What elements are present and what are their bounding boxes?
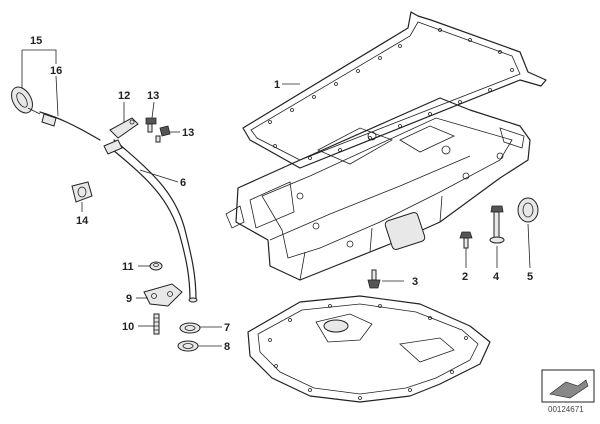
drain-plug-icon[interactable] bbox=[177, 340, 199, 352]
callout-9: 9 bbox=[126, 293, 132, 305]
callout-5: 5 bbox=[527, 271, 533, 283]
upper-oil-pan-icon[interactable] bbox=[225, 97, 531, 281]
dipstick-icon[interactable] bbox=[39, 111, 101, 141]
callout-1: 1 bbox=[274, 79, 280, 91]
bracket-9-icon[interactable] bbox=[143, 283, 183, 307]
lower-oil-pan-icon[interactable] bbox=[247, 295, 491, 403]
callout-13a: 13 bbox=[147, 90, 159, 102]
callout-3: 3 bbox=[412, 276, 418, 288]
reference-box-icon bbox=[541, 369, 595, 403]
bolt-2-icon[interactable] bbox=[459, 231, 473, 249]
dipstick-guide-tube-icon[interactable] bbox=[103, 139, 198, 303]
bracket-12-icon[interactable] bbox=[109, 117, 139, 139]
callout-4: 4 bbox=[493, 271, 500, 283]
document-id: 00124671 bbox=[548, 405, 584, 414]
dipstick-handle-icon[interactable] bbox=[7, 83, 41, 116]
callout-12: 12 bbox=[118, 90, 130, 102]
bolt-13b-icon[interactable] bbox=[155, 125, 171, 143]
oil-pan-gasket-icon[interactable] bbox=[242, 11, 547, 169]
seal-ring-7-icon[interactable] bbox=[179, 322, 201, 334]
bolt-13a-icon[interactable] bbox=[145, 117, 157, 133]
stud-10-icon[interactable] bbox=[153, 313, 160, 335]
nut-11-icon[interactable] bbox=[149, 261, 163, 271]
callout-15: 15 bbox=[30, 35, 42, 47]
leader-lines bbox=[21, 49, 531, 347]
bolt-3-icon[interactable] bbox=[367, 269, 381, 289]
callout-6: 6 bbox=[180, 177, 186, 189]
callout-16: 16 bbox=[50, 65, 62, 77]
oil-filler-cap-icon[interactable] bbox=[517, 197, 539, 223]
clip-14-icon[interactable] bbox=[71, 181, 93, 203]
callout-13b: 13 bbox=[182, 127, 194, 139]
callout-2: 2 bbox=[462, 271, 468, 283]
callout-11: 11 bbox=[122, 261, 134, 273]
callout-labels: 1 2 3 4 5 6 7 8 9 10 11 12 13 13 14 15 1… bbox=[30, 35, 533, 353]
callout-8: 8 bbox=[224, 341, 230, 353]
bolt-4-icon[interactable] bbox=[489, 205, 505, 244]
callout-10: 10 bbox=[122, 321, 134, 333]
callout-7: 7 bbox=[224, 322, 230, 334]
callout-14: 14 bbox=[76, 215, 89, 227]
